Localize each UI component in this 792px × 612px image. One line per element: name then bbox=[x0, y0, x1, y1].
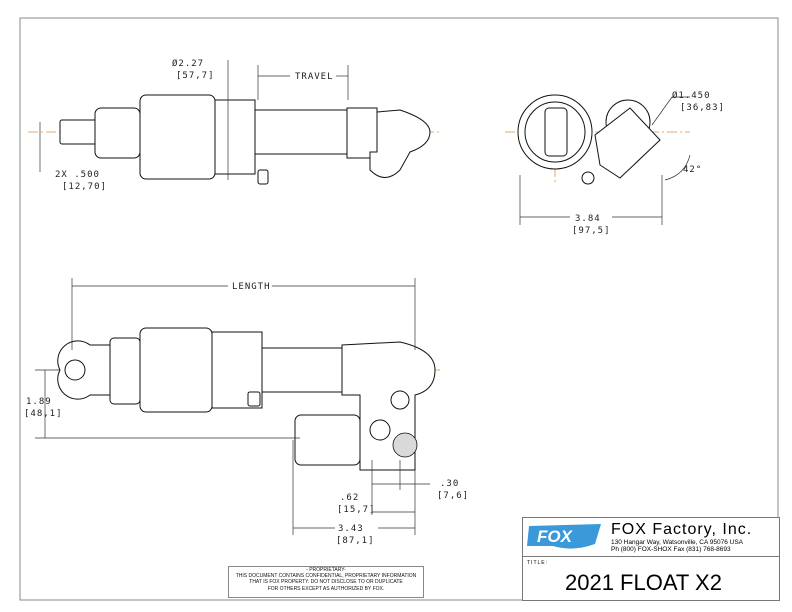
proprietary-notice: - PROPRIETARY- THIS DOCUMENT CONTAINS CO… bbox=[228, 566, 424, 598]
drawing-title: 2021 FLOAT X2 bbox=[565, 570, 722, 595]
shock-top-view bbox=[28, 94, 440, 185]
reservoir-offset-in: 1.89 bbox=[26, 397, 52, 407]
body-diameter-mm: [57,7] bbox=[176, 71, 215, 81]
company-address: 130 Hangar Way, Watsonville, CA 95076 US… bbox=[611, 539, 743, 553]
end-width-mm: [97,5] bbox=[572, 226, 611, 236]
proprietary-line: FOR OTHERS EXCEPT AS AUTHORIZED BY FOX. bbox=[267, 585, 385, 592]
length-label: LENGTH bbox=[232, 282, 271, 292]
dim-062-mm: [15,7] bbox=[337, 505, 376, 515]
dim-030-mm: [7,6] bbox=[437, 491, 469, 501]
body-diameter-in: Ø2.27 bbox=[172, 58, 204, 69]
svg-text:FOX: FOX bbox=[537, 527, 574, 546]
drawing-border bbox=[19, 17, 779, 601]
phone-line: Ph (800) FOX-SHOX Fax (831) 768-8693 bbox=[611, 546, 731, 553]
proprietary-line: THIS DOCUMENT CONTAINS CONFIDENTIAL, PRO… bbox=[235, 573, 417, 580]
shock-end-view bbox=[505, 94, 690, 185]
angle-label: 42° bbox=[683, 165, 702, 175]
address-line: 130 Hangar Way, Watsonville, CA 95076 US… bbox=[611, 539, 743, 546]
fox-logo: FOX bbox=[527, 524, 601, 549]
title-block: FOX FOX Factory, Inc. 130 Hangar Way, Wa… bbox=[522, 517, 780, 601]
shock-side-view bbox=[55, 327, 440, 471]
reservoir-offset-mm: [48,1] bbox=[24, 409, 63, 419]
end-width-in: 3.84 bbox=[575, 214, 601, 224]
dim-030-in: .30 bbox=[440, 479, 459, 489]
reservoir-diameter-in: Ø1.450 bbox=[672, 90, 711, 101]
reservoir-diameter-mm: [36,83] bbox=[680, 103, 725, 113]
title-label: TITLE: bbox=[527, 560, 549, 566]
dim-343-mm: [87,1] bbox=[336, 536, 375, 546]
travel-label: TRAVEL bbox=[295, 72, 334, 82]
dim-062-in: .62 bbox=[340, 493, 359, 503]
proprietary-line: THAT IS FOX PROPERTY. DO NOT DISCLOSE TO… bbox=[249, 579, 403, 586]
eye-width-mm: [12,70] bbox=[62, 182, 107, 192]
proprietary-heading: - PROPRIETARY- bbox=[306, 567, 346, 573]
dim-343-in: 3.43 bbox=[338, 524, 364, 534]
eye-width-in: 2X .500 bbox=[55, 170, 100, 180]
company-name: FOX Factory, Inc. bbox=[611, 521, 753, 538]
